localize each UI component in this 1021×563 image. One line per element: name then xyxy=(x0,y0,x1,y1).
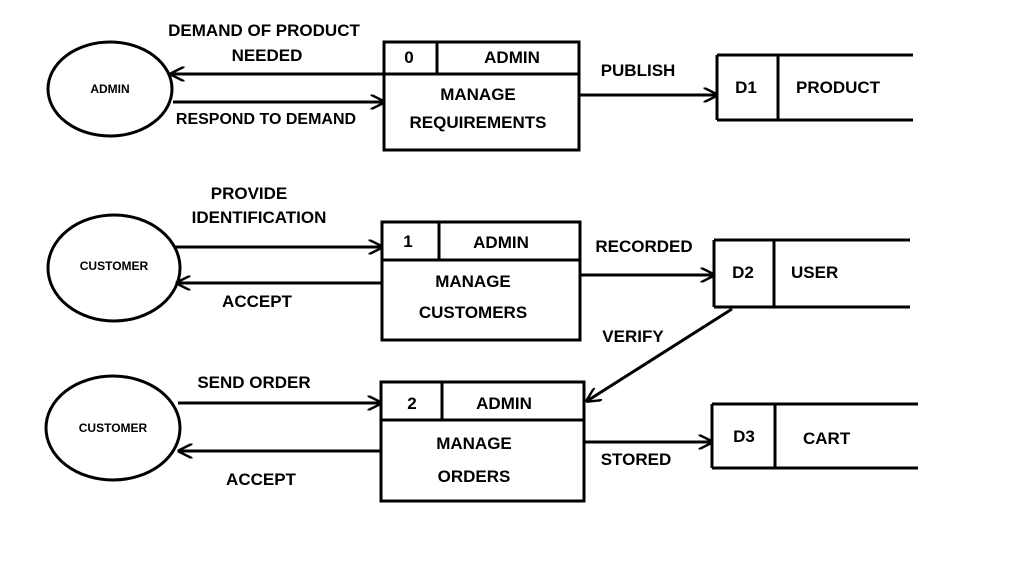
process-1-owner: ADMIN xyxy=(473,233,529,252)
process-2-owner: ADMIN xyxy=(476,394,532,413)
flow-provide-label-line2: IDENTIFICATION xyxy=(192,208,327,227)
process-1-name-line2: CUSTOMERS xyxy=(419,303,527,322)
process-0-name-line2: REQUIREMENTS xyxy=(410,113,547,132)
process-1-name-line1: MANAGE xyxy=(435,272,511,291)
flow-accept-1-label: ACCEPT xyxy=(222,292,293,311)
flow-demand-label-line2: NEEDED xyxy=(232,46,303,65)
process-0-name-line1: MANAGE xyxy=(440,85,516,104)
flow-recorded-label: RECORDED xyxy=(595,237,692,256)
flow-provide-label-line1: PROVIDE xyxy=(211,184,288,203)
process-0-id: 0 xyxy=(404,48,413,67)
store-d2-id: D2 xyxy=(732,263,754,282)
process-2-id: 2 xyxy=(407,394,416,413)
entity-admin: ADMIN xyxy=(46,40,174,138)
store-d3-id: D3 xyxy=(733,427,755,446)
store-d3: D3 CART xyxy=(710,402,918,470)
entity-customer-1-label: CUSTOMER xyxy=(80,259,149,273)
store-d1-name: PRODUCT xyxy=(796,78,881,97)
flow-verify-label: VERIFY xyxy=(602,327,664,346)
flow-accept-2-label: ACCEPT xyxy=(226,470,297,489)
store-d1: D1 PRODUCT xyxy=(715,53,913,122)
entity-customer-2: CUSTOMER xyxy=(44,374,182,482)
flow-send-order-label: SEND ORDER xyxy=(197,373,310,392)
store-d1-id: D1 xyxy=(735,78,757,97)
store-d2-name: USER xyxy=(791,263,838,282)
entity-admin-label: ADMIN xyxy=(90,82,129,96)
entity-customer-2-label: CUSTOMER xyxy=(79,421,148,435)
flow-stored-label: STORED xyxy=(601,450,672,469)
flow-verify-arrow xyxy=(587,307,733,401)
process-2-name-line1: MANAGE xyxy=(436,434,512,453)
process-2: 2 ADMIN MANAGE ORDERS xyxy=(379,380,586,503)
store-d2: D2 USER xyxy=(712,238,910,309)
process-0-owner: ADMIN xyxy=(484,48,540,67)
flow-demand-label-line1: DEMAND OF PRODUCT xyxy=(168,21,360,40)
entity-customer-1: CUSTOMER xyxy=(46,213,182,323)
process-1: 1 ADMIN MANAGE CUSTOMERS xyxy=(380,220,582,342)
process-1-id: 1 xyxy=(403,232,412,251)
process-0: 0 ADMIN MANAGE REQUIREMENTS xyxy=(382,40,581,152)
store-d3-name: CART xyxy=(803,429,851,448)
process-2-name-line2: ORDERS xyxy=(438,467,511,486)
flow-respond-label: RESPOND TO DEMAND xyxy=(176,111,356,128)
flow-publish-label: PUBLISH xyxy=(601,61,676,80)
